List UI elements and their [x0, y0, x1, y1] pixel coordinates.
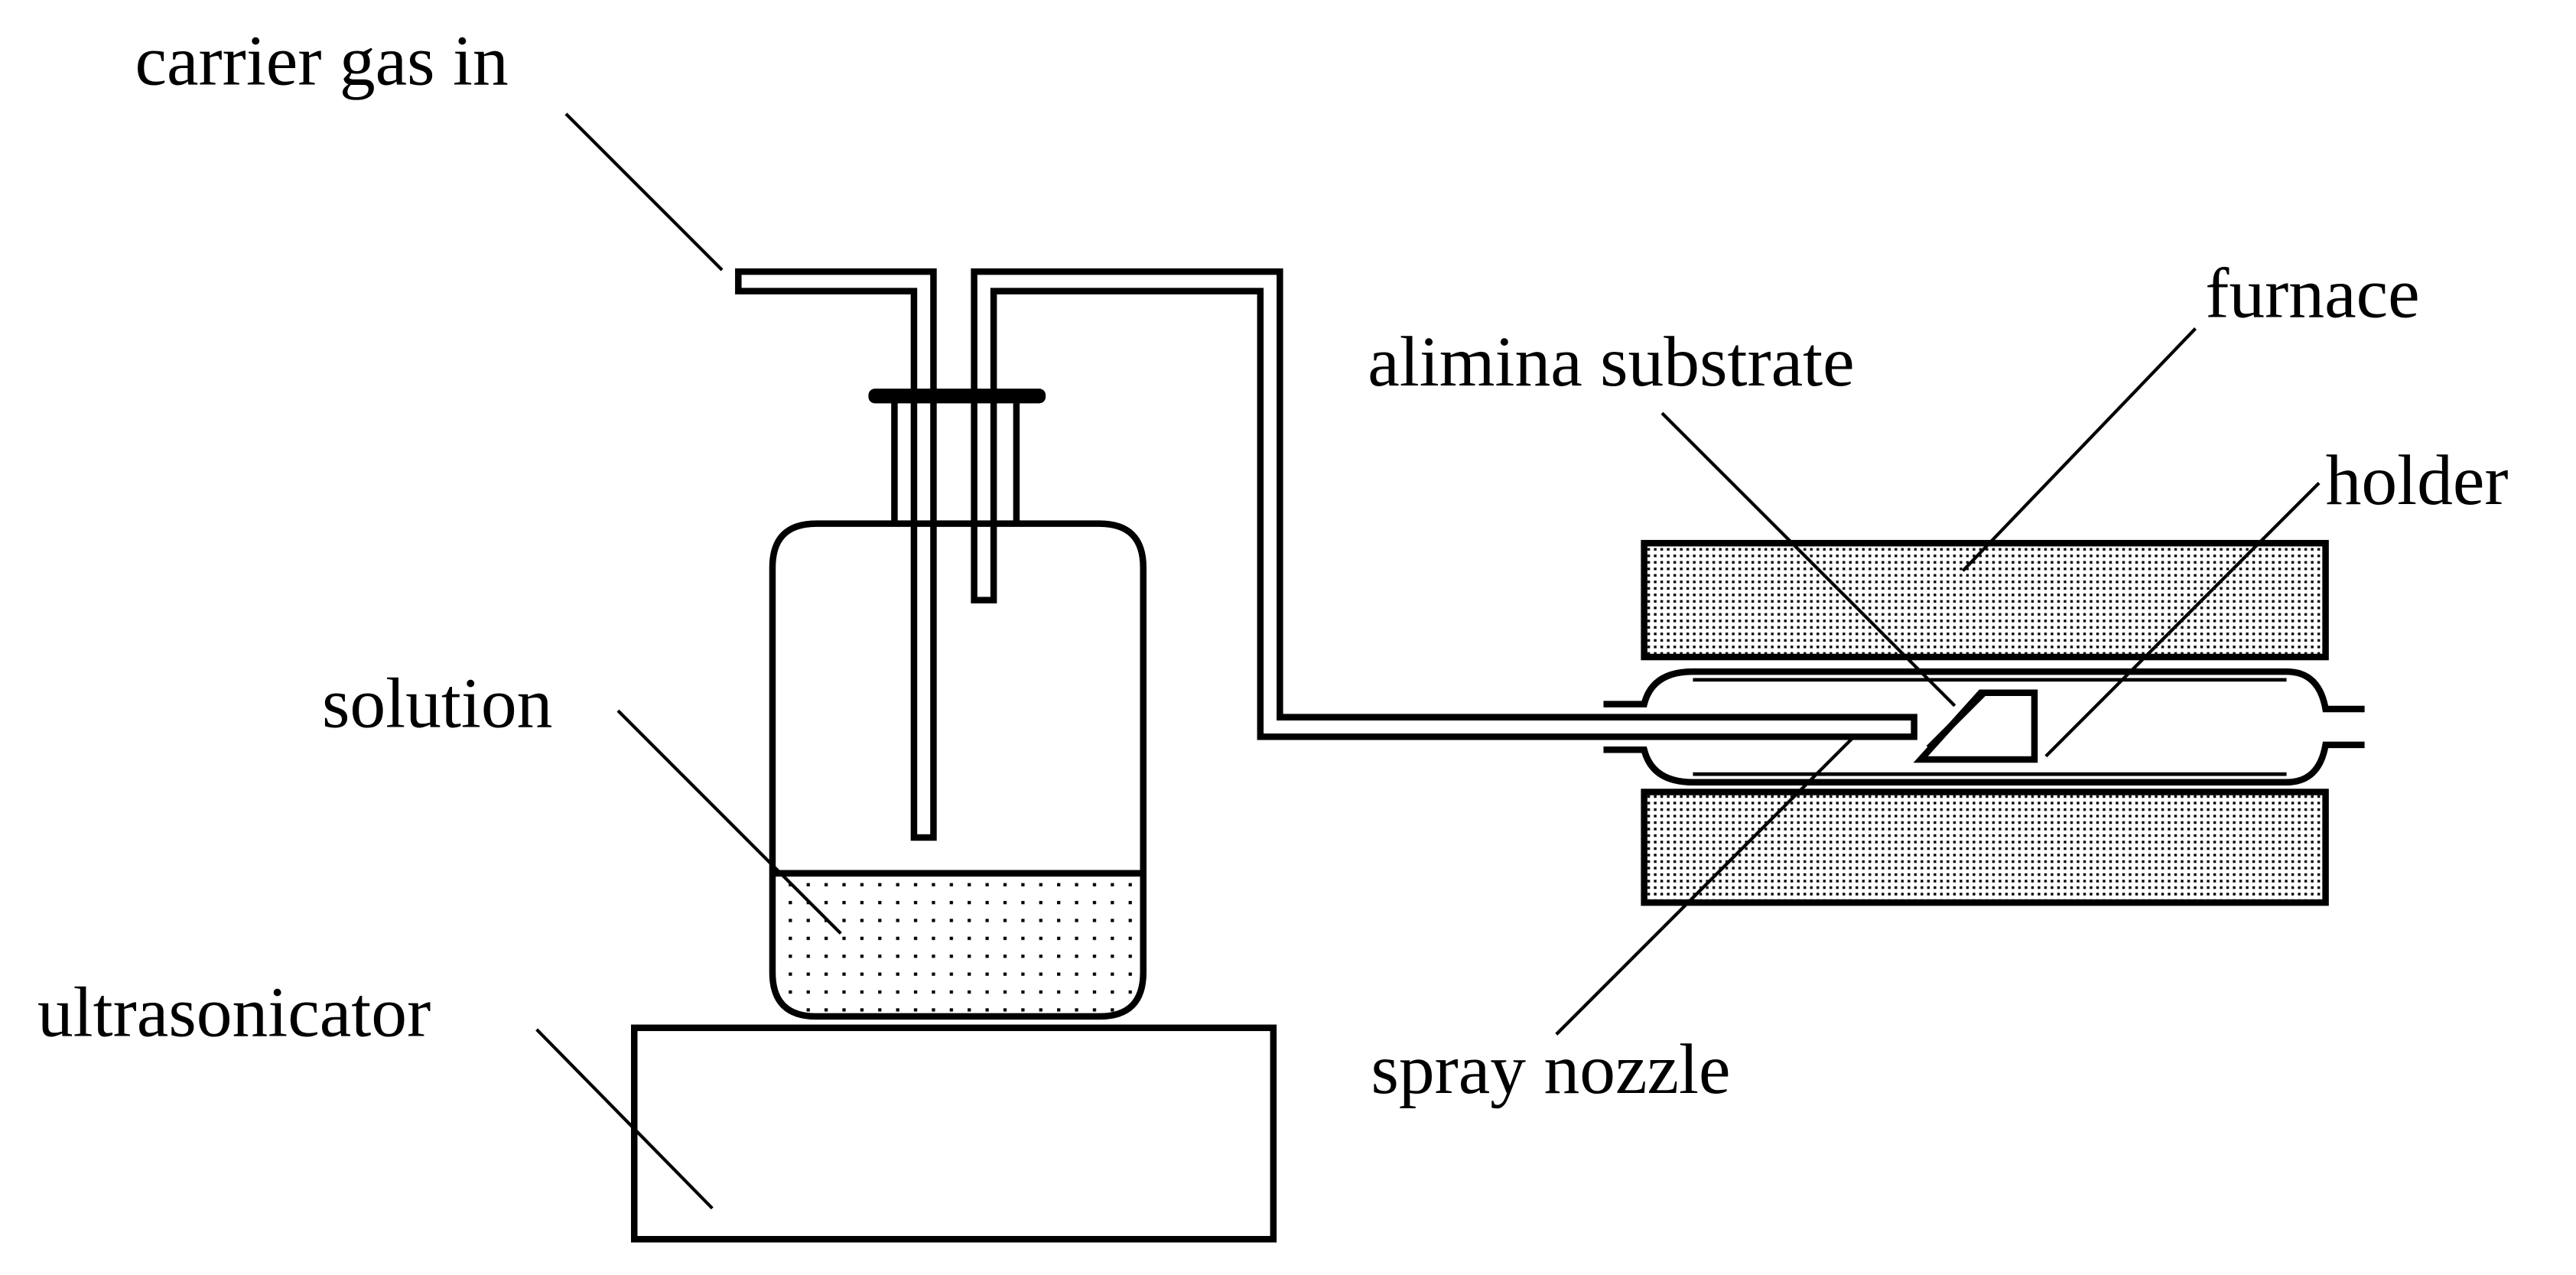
furnace-top: [1641, 539, 2329, 661]
label-solution: solution: [322, 664, 552, 743]
leader-alimina-substrate: [1660, 411, 1956, 707]
leader-carrier-gas-in: [564, 112, 724, 272]
stopper-clamp: [868, 389, 1046, 404]
ultrasonicator-box: [630, 1024, 1277, 1243]
leader-spray-nozzle: [1555, 737, 1854, 1036]
outlet-tube: [971, 268, 1917, 740]
furnace-bottom: [1641, 789, 2329, 906]
label-carrier-gas-in: carrier gas in: [135, 22, 508, 101]
label-furnace: furnace: [2205, 255, 2419, 333]
alumina-substrate-plate: [1926, 690, 1987, 751]
leader-ultrasonicator: [535, 1028, 714, 1210]
leader-holder: [2044, 482, 2321, 758]
reactor-tube: [1603, 668, 2365, 713]
label-ultrasonicator: ultrasonicator: [37, 973, 431, 1052]
label-alimina-substrate: alimina substrate: [1368, 323, 1854, 402]
reactor-tube-lower: [1603, 741, 2365, 785]
leader-furnace: [1961, 327, 2197, 572]
label-spray-nozzle: spray nozzle: [1371, 1030, 1730, 1109]
bottle: [769, 520, 1147, 1020]
solution-fill: [772, 873, 1143, 1016]
leader-solution: [616, 709, 842, 935]
carrier-gas-inlet-tube: [735, 268, 937, 841]
label-holder: holder: [2326, 441, 2509, 520]
